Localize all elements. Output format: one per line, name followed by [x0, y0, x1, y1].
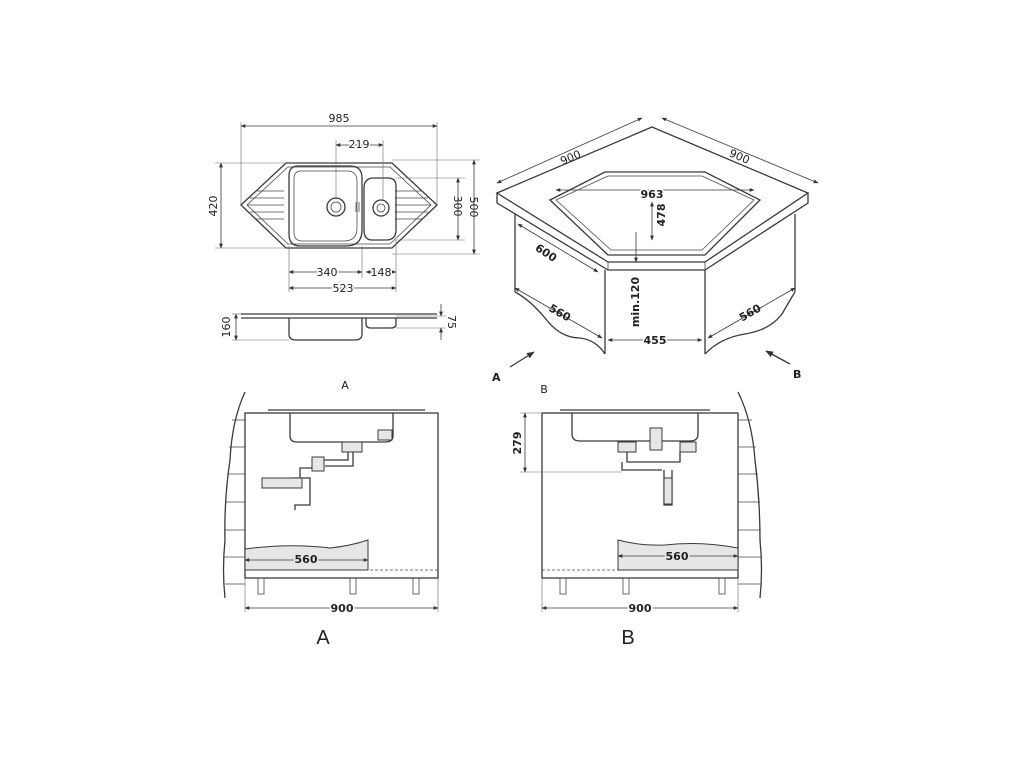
waste-pipe [261, 477, 303, 489]
dim-min-height: min.120 [629, 277, 642, 328]
left-drainer-grooves [247, 190, 284, 220]
small-bowl [363, 177, 397, 241]
arrow-b-label: B [793, 368, 801, 381]
section-a: A 560 [222, 379, 439, 649]
section-a-caption: A [316, 627, 330, 649]
dim-total-height: 160 [220, 317, 233, 338]
dim-side-depth: 600 [533, 241, 560, 265]
dim-outer-depth: 500 [467, 197, 480, 218]
corner-cabinet-view: 900 900 963 478 600 min.120 560 455 560 … [492, 117, 819, 384]
small-drain [372, 199, 390, 217]
section-b: B 279 560 [511, 383, 763, 649]
section-b-height: 279 [511, 432, 524, 455]
dim-bowls-total-width: 523 [333, 282, 354, 295]
dim-overall-width: 985 [329, 112, 350, 125]
section-b-title: B [540, 383, 548, 396]
dim-drain-offset: 219 [349, 138, 370, 151]
dim-overall-depth: 420 [207, 196, 220, 217]
dim-small-bowl-width: 148 [371, 266, 392, 279]
top-view: 985 219 420 300 500 340 148 523 [207, 112, 480, 297]
dim-cabinet-right: 900 [727, 147, 751, 167]
dim-left-leg: 560 [547, 302, 574, 325]
sink-outline [240, 162, 438, 249]
dim-right-leg: 560 [737, 301, 764, 324]
section-b-cabinet-width: 900 [629, 602, 652, 615]
arrow-b [765, 350, 791, 365]
right-drainer-grooves [395, 190, 431, 220]
arrow-a [509, 351, 535, 368]
dim-sink-width: 963 [641, 188, 664, 201]
dim-front-width: 455 [644, 334, 667, 347]
main-bowl [288, 165, 363, 247]
section-a-title: A [341, 379, 349, 392]
dim-main-bowl-width: 340 [317, 266, 338, 279]
sink-inner-outline [246, 166, 432, 245]
dim-sink-depth: 478 [655, 204, 668, 227]
section-b-inner-width: 560 [666, 550, 689, 563]
side-view: 160 75 [220, 304, 458, 341]
main-drain [326, 197, 346, 217]
side-main-bowl [288, 318, 363, 341]
dim-bowl-height: 75 [445, 315, 458, 329]
side-small-bowl [365, 318, 397, 329]
section-a-inner-width: 560 [295, 553, 318, 566]
section-b-caption: B [621, 627, 634, 649]
section-a-cabinet-width: 900 [331, 602, 354, 615]
dim-cabinet-left: 900 [558, 148, 582, 168]
arrow-a-label: A [492, 371, 501, 384]
dim-bowl-depth: 300 [451, 196, 464, 217]
